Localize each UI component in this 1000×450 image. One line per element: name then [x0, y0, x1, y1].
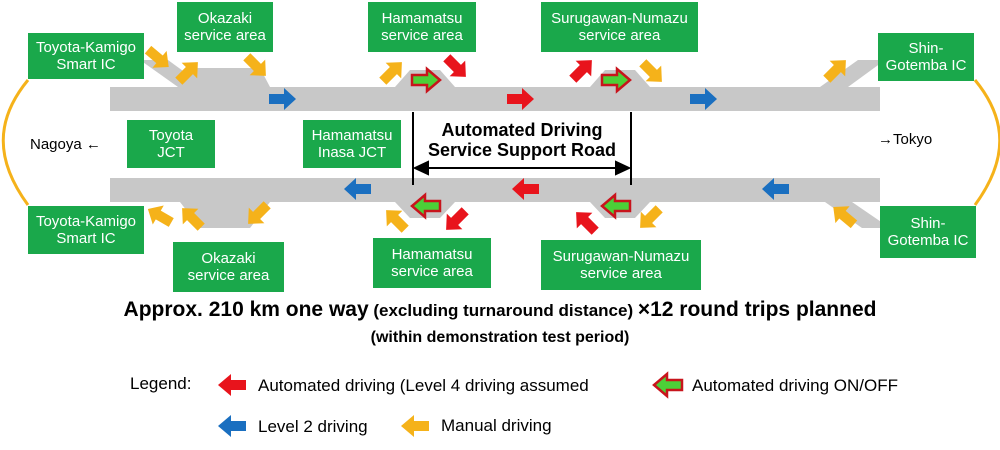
summary-line-2: (within demonstration test period) — [370, 329, 630, 346]
legend-manual-label: Manual driving — [441, 416, 552, 435]
ramp-top-right — [820, 60, 885, 87]
box-toyota-kamigo-top: Toyota-Kamigo Smart IC — [28, 33, 144, 79]
summary-note: (excluding turnaround distance) — [368, 301, 638, 320]
legend-level2-icon — [218, 415, 246, 437]
box-hamamatsu-bottom: Hamamatsu service area — [373, 238, 491, 288]
box-toyota-jct: Toyota JCT — [127, 120, 215, 168]
legend-automated-icon — [218, 374, 246, 396]
lower-road — [110, 178, 890, 228]
box-hamamatsu-top: Hamamatsu service area — [368, 2, 476, 52]
legend-manual-icon — [401, 415, 429, 437]
legend-title: Legend: — [130, 374, 192, 393]
legend-onoff-label: Automated driving ON/OFF — [692, 376, 898, 395]
box-okazaki-bottom: Okazaki service area — [173, 242, 284, 292]
summary-line-1: Approx. 210 km one way (excluding turnar… — [0, 298, 1000, 322]
manual-arrow-bottom-1 — [142, 199, 177, 233]
support-road-dimension — [412, 112, 632, 185]
box-okazaki-top: Okazaki service area — [177, 2, 273, 52]
support-road-label: Automated Driving Service Support Road — [427, 120, 617, 160]
turnaround-curve-right — [973, 79, 1000, 206]
legend-onoff-icon — [652, 372, 684, 398]
box-surugawan-top: Surugawan-Numazu service area — [541, 2, 698, 52]
automated-arrow-top-entry-surugawan — [565, 52, 600, 87]
turnaround-curve-left — [1, 79, 30, 206]
box-shin-gotemba-top: Shin- Gotemba IC — [878, 33, 974, 81]
city-tokyo: →Tokyo — [878, 131, 933, 148]
legend-level2-label: Level 2 driving — [258, 417, 368, 436]
box-shin-gotemba-bottom: Shin- Gotemba IC — [880, 206, 976, 258]
legend-automated-label: Automated driving (Level 4 driving assum… — [258, 376, 589, 395]
summary-trips: ×12 round trips planned — [637, 298, 877, 321]
summary-distance: Approx. 210 km one way — [123, 298, 369, 321]
box-toyota-kamigo-bottom: Toyota-Kamigo Smart IC — [28, 206, 144, 254]
upper-road — [110, 60, 885, 111]
okazaki-top-ramp — [178, 68, 270, 87]
box-surugawan-bottom: Surugawan-Numazu service area — [541, 240, 701, 290]
box-hamamatsu-inasa-jct: Hamamatsu Inasa JCT — [303, 120, 401, 168]
city-nagoya: Nagoya ← — [30, 136, 101, 153]
